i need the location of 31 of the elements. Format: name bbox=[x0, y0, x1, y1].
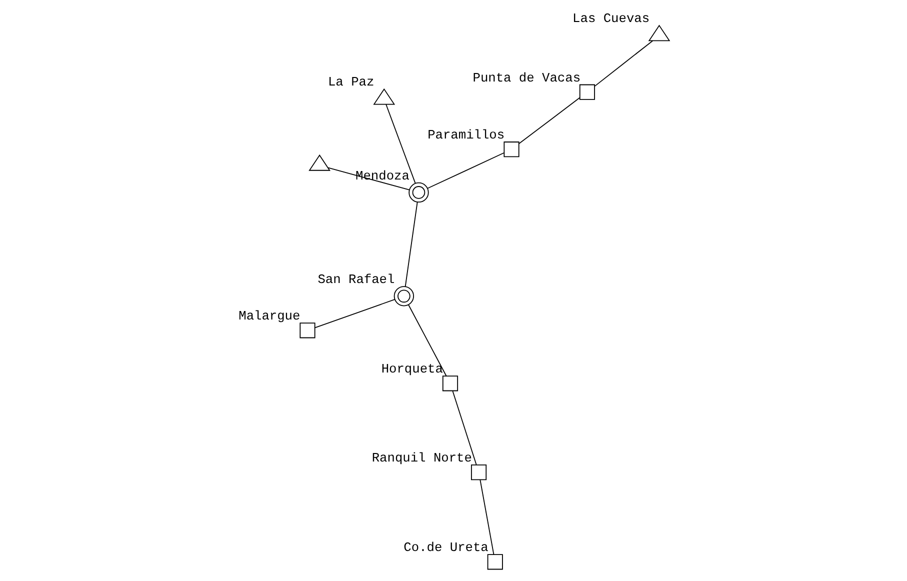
node-triangle bbox=[308, 154, 330, 171]
node-triangle bbox=[648, 24, 670, 42]
connector bbox=[314, 298, 395, 328]
node-box bbox=[503, 142, 519, 158]
node-label: Punta de Vacas bbox=[472, 70, 580, 86]
node-label: Mendoza bbox=[355, 168, 409, 184]
connector bbox=[404, 202, 418, 288]
connector bbox=[426, 152, 504, 189]
node-label: Ranquil Norte bbox=[371, 450, 472, 466]
node-circle bbox=[408, 182, 428, 203]
connector bbox=[518, 97, 580, 144]
connector bbox=[385, 104, 416, 184]
node-box bbox=[578, 84, 594, 100]
node-label: Co.de Ureta bbox=[403, 540, 488, 556]
node-label: Las Cuevas bbox=[572, 11, 650, 26]
node-label: La Paz bbox=[328, 74, 374, 90]
node-label: San Rafael bbox=[317, 272, 394, 288]
connector bbox=[327, 167, 410, 190]
node-triangle bbox=[372, 88, 395, 105]
node-circle bbox=[393, 286, 414, 306]
connector bbox=[479, 480, 494, 555]
connector bbox=[594, 40, 653, 87]
connector bbox=[408, 304, 446, 376]
node-box bbox=[442, 376, 458, 392]
node-box bbox=[486, 554, 502, 570]
node-box bbox=[299, 322, 315, 338]
node-label: Paramillos bbox=[427, 128, 504, 143]
connector bbox=[452, 390, 476, 466]
node-label: Horqueta bbox=[380, 362, 442, 377]
node-label: Malargue bbox=[238, 308, 300, 324]
node-box bbox=[470, 464, 486, 480]
